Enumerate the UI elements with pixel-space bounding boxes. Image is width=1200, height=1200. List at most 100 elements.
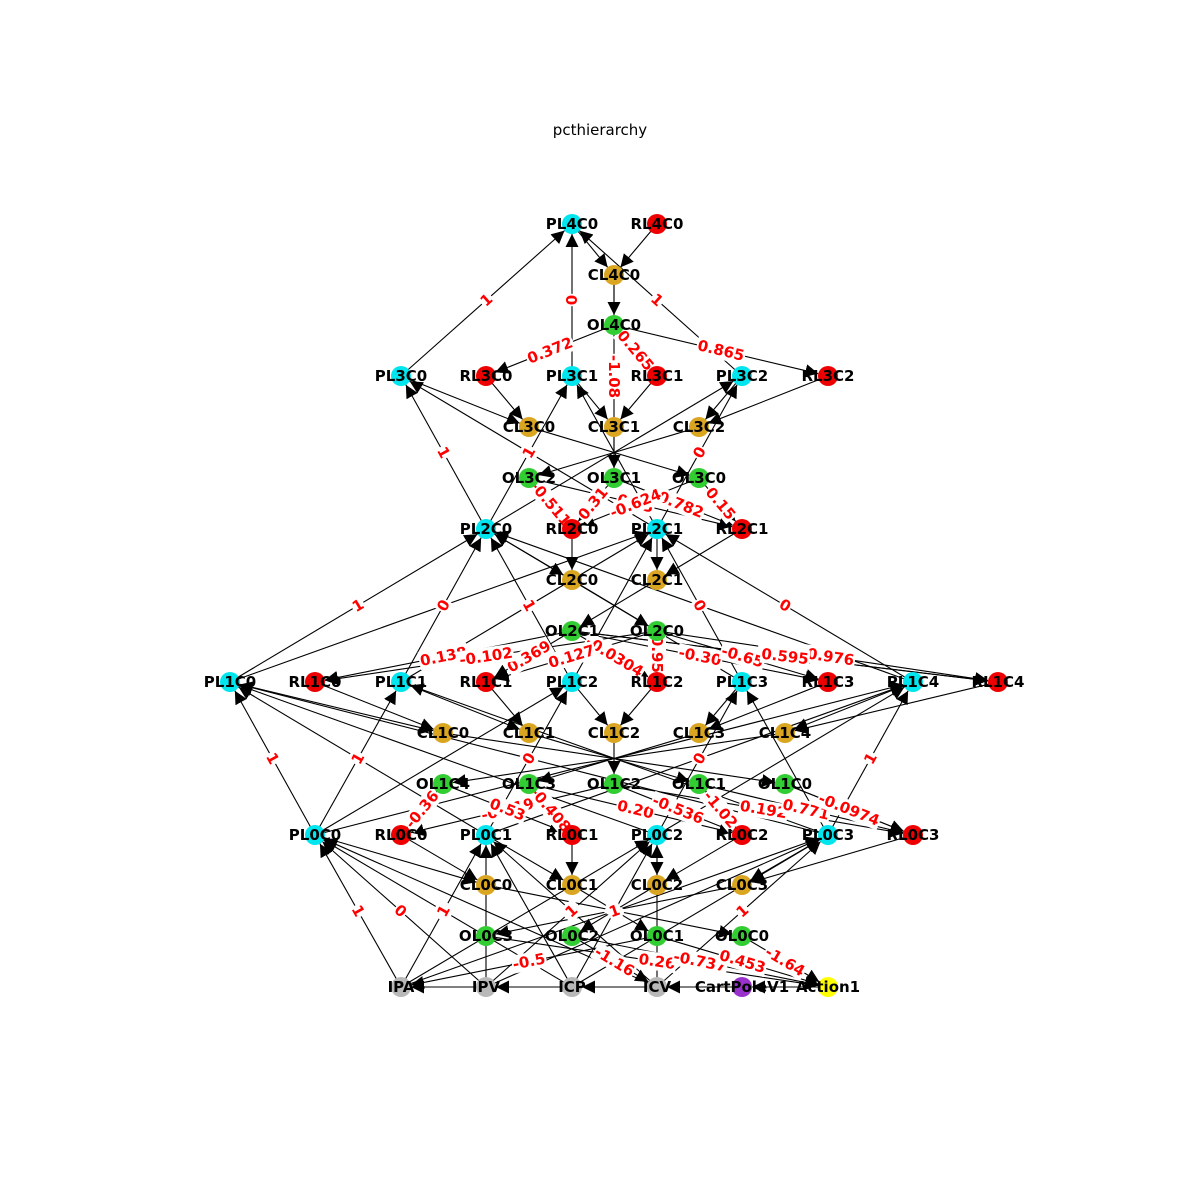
node-pl3c0: PL3C0 [375,366,427,386]
node-rl3c0: RL3C0 [460,366,513,386]
edge-weight-ol1c3-to-rl0c2: 0.20 [614,796,657,823]
edge-weight-background [688,442,711,463]
node-label: OL0C2 [545,927,599,945]
node-marker-r [988,672,1008,692]
node-marker-c [562,875,582,895]
edge-weight-pl2c1-to-pl3c2: 0 [688,442,711,463]
node-marker-c [732,875,752,895]
node-label: RL4C0 [631,215,684,233]
edge-weight-background [716,945,769,978]
edge-weight-background [510,949,548,974]
node-marker-c [689,417,709,437]
edge-rl1c2-to-cl1c2 [620,688,652,726]
node-label: PL1C3 [716,673,768,691]
node-marker-r [818,672,838,692]
node-cl3c0: CL3C0 [503,417,555,437]
node-marker-r [647,366,667,386]
node-marker-o [732,926,752,946]
node-marker-p [732,366,752,386]
node-marker-c [519,723,539,743]
node-cl1c2: CL1C2 [588,723,640,743]
edge-weight-background [779,795,833,824]
node-marker-o [476,926,496,946]
node-marker-o [647,926,667,946]
node-label: RL3C2 [802,367,855,385]
node-ol2c1: OL2C1 [545,621,599,641]
node-label: CL3C1 [588,418,640,436]
edge-weight-background [859,748,882,769]
node-label: OL1C0 [758,775,812,793]
node-marker-p [220,672,240,692]
node-pl2c1: PL2C1 [631,519,683,539]
edge-weight-text: 1 [733,901,753,921]
edge-weight-background [676,643,724,670]
node-label: OL0C3 [459,927,513,945]
edge-weight-pl3c1-to-pl4c0: 0 [563,293,581,307]
node-marker-r [732,825,752,845]
node-pl4c0: PL4C0 [546,214,598,234]
node-label: OL1C3 [502,775,556,793]
edge-weight-text: 0.26 [637,950,676,973]
edge-weight-background [563,293,581,307]
node-label: CL0C3 [716,876,768,894]
edge-weight-background [347,901,369,921]
node-rl1c4: RL1C4 [972,672,1025,692]
edge-weight-background [518,748,540,769]
node-marker-p [305,825,325,845]
node-label: RL1C0 [289,673,342,691]
edge-weight-background [737,796,790,823]
edge-weight-ol2c0-to-rl1c1: 0.127 [545,640,598,673]
edge-cl1c4-to-ol1c4 [452,733,777,788]
node-label: PL1C0 [204,673,256,691]
edge-ipv-to-pl0c3 [494,838,820,984]
node-ol0c0: OL0C0 [715,926,769,946]
node-cl2c0: CL2C0 [546,570,598,590]
edge-rl3c2-to-cl3c2 [708,378,820,425]
node-ol0c3: OL0C3 [459,926,513,946]
edge-weight-background [560,900,583,922]
edge-rl0c0-to-cl0c0 [408,839,478,881]
node-label: Action1 [796,978,860,996]
node-marker-c [689,723,709,743]
edge-pl4c0-to-cl4c0 [577,230,609,268]
node-marker-c [775,723,795,743]
node-marker-i [476,977,496,997]
node-marker-o [562,926,582,946]
node-cl3c2: CL3C2 [673,417,725,437]
node-label: OL3C0 [672,469,726,487]
edge-weight-background [605,900,624,922]
edge-weight-ol4c0-to-rl3c2: 0.865 [694,336,748,365]
node-label: CL0C1 [546,876,598,894]
edge-weight-ol3c1-to-rl2c0: 0.31 [573,482,613,525]
node-label: ICP [558,978,586,996]
edge-weight-text: -0.30 [677,643,723,669]
edge-weight-text: 0.127 [546,641,597,672]
node-marker-o [689,468,709,488]
node-rl0c1: RL0C1 [546,825,599,845]
edge-pl0c3-to-cl0c3 [750,839,821,881]
node-label: PL3C1 [546,367,598,385]
edge-weight-background [525,782,576,837]
edge-weight-background [432,901,455,921]
edge-weight-pl0c2-to-pl1c3: 0 [688,748,711,769]
edge-weight-text: 0.372 [525,333,576,367]
node-marker-o [562,621,582,641]
edge-weight-ol2c0-to-rl1c2: -0.958 [648,628,666,685]
node-ipv: IPV [472,977,500,997]
edge-pl2c0-to-cl2c0 [493,533,564,576]
node-label: CL0C0 [460,876,512,894]
node-pl3c2: PL3C2 [716,366,768,386]
edge-weight-background [457,643,515,670]
node-label: PL2C1 [631,520,683,538]
node-pl0c0: PL0C0 [289,825,341,845]
edge-weight-background [814,788,884,831]
node-label: CL4C0 [588,266,640,284]
edge-weight-text: 0.595 [760,645,809,669]
node-marker-r [305,672,325,692]
edge-weight-background [432,442,455,463]
edge-rl0c2-to-cl0c2 [665,839,735,881]
edge-weight-background [417,642,470,671]
node-label: PL3C0 [375,367,427,385]
node-marker-p [562,366,582,386]
node-marker-p [732,672,752,692]
